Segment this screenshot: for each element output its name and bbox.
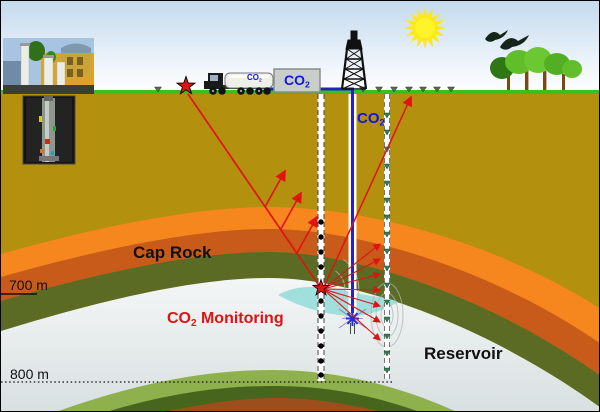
co2-monitoring-label: CO2 Monitoring [167, 311, 284, 329]
co2-injection-label: CO2 [357, 111, 385, 128]
co2-plume [278, 286, 398, 316]
borehole-source-icon [311, 278, 331, 296]
layer-orange-dark [1, 229, 599, 375]
sun-icon [404, 7, 446, 49]
cap-rock-label: Cap Rock [133, 243, 212, 262]
photo-building [3, 38, 94, 94]
upgoing-ray [322, 95, 413, 290]
seismic-source-icon [175, 75, 197, 95]
injection-point-icon [338, 308, 367, 334]
co2-monitoring-suffix: Monitoring [196, 310, 284, 327]
co2-injection-sub: 2 [379, 117, 385, 128]
seismic-rays [187, 93, 413, 341]
birds-icon [485, 30, 529, 50]
co2-truck-prefix: CO [247, 73, 259, 82]
borehole-left [317, 94, 325, 381]
co2-box-label: CO2 [284, 73, 310, 89]
co2-truck-label: CO2 [247, 74, 262, 84]
receiver-string [318, 219, 324, 378]
co2-truck-sub: 2 [259, 78, 262, 84]
layer-deep-brown [168, 398, 380, 411]
depth-700-label: 700 m [9, 277, 48, 293]
co2-container [273, 68, 321, 93]
crosswell-rays [322, 243, 382, 341]
downgoing-ray [187, 93, 321, 288]
co2-monitoring-prefix: CO [167, 310, 191, 327]
reservoir-label: Reservoir [424, 344, 503, 363]
borehole-geophones [383, 112, 391, 374]
drill-rig-icon [340, 30, 368, 90]
layer-reservoir [1, 278, 599, 411]
co2-monitoring-sub: 2 [191, 317, 197, 329]
co2-box-prefix: CO [284, 72, 305, 88]
layer-cap-rock [1, 252, 599, 407]
depth-800-label: 800 m [10, 366, 49, 382]
layer-orange-light [1, 207, 599, 343]
photo-borehole-tool [22, 95, 76, 165]
co2-injection-prefix: CO [357, 110, 380, 127]
trees-icon [490, 47, 582, 91]
borehole-right [383, 94, 391, 379]
co2-box-sub: 2 [305, 79, 310, 90]
truck-icon [204, 72, 274, 95]
